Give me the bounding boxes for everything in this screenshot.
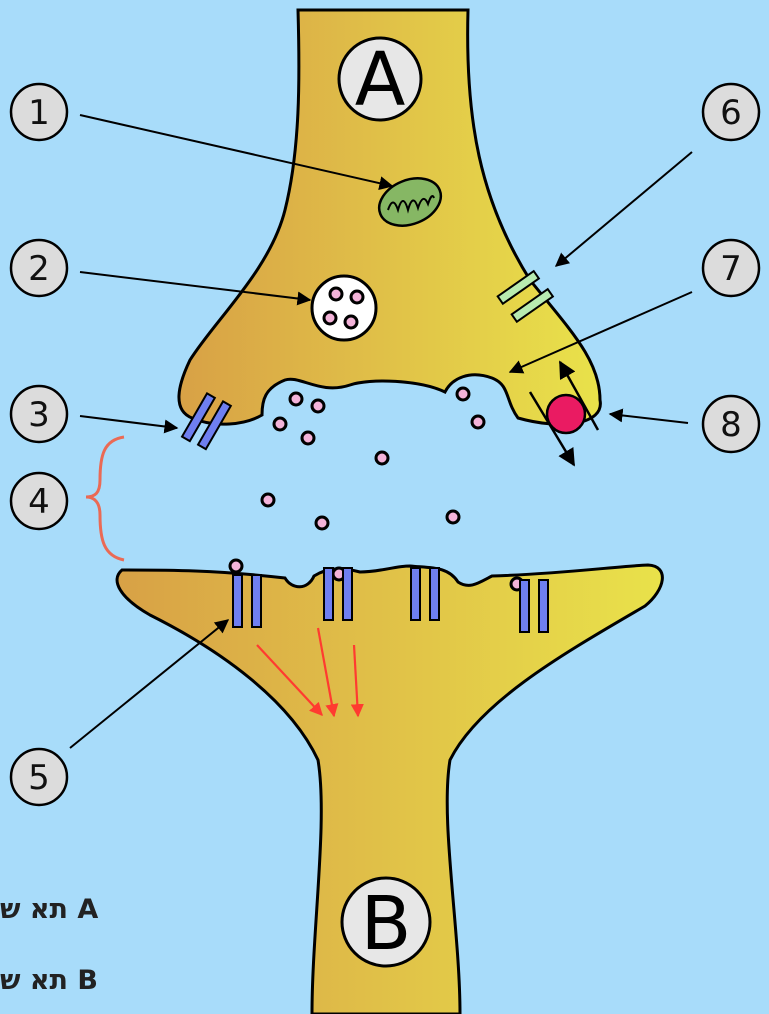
postsynaptic-receptor [520, 580, 529, 632]
neurotransmitter [274, 418, 286, 430]
legend-item-b: B תא ש [0, 965, 160, 996]
svg-text:B: B [361, 881, 412, 967]
postsynaptic-receptor [430, 568, 439, 620]
neurotransmitter [376, 452, 388, 464]
callout-5: 5 [11, 749, 67, 805]
svg-text:4: 4 [28, 482, 50, 522]
svg-text:8: 8 [720, 405, 742, 445]
callout-6: 6 [703, 84, 759, 140]
neurotransmitter [457, 388, 469, 400]
postsynaptic-receptor [324, 568, 333, 620]
legend-letter-a: A [77, 894, 98, 925]
svg-text:3: 3 [28, 395, 50, 435]
svg-text:7: 7 [720, 249, 742, 289]
synaptic-vesicle-cluster [312, 276, 376, 340]
callout-line-5 [70, 620, 228, 748]
legend-letter-b: B [77, 965, 98, 996]
neurotransmitters [230, 388, 523, 590]
callout-7: 7 [703, 240, 759, 296]
callout-8: 8 [703, 396, 759, 452]
postsynaptic-receptor [539, 580, 548, 632]
neurotransmitter [472, 416, 484, 428]
callout-line-3 [80, 416, 177, 428]
svg-text:5: 5 [28, 758, 50, 798]
cell-label-a: A [339, 37, 421, 123]
callout-3: 3 [11, 386, 67, 442]
svg-text:1: 1 [28, 93, 50, 133]
legend-text-b: תא ש [0, 965, 68, 996]
neurotransmitter [447, 511, 459, 523]
neurotransmitter [290, 393, 302, 405]
legend-item-a: A תא ש [0, 894, 160, 925]
postsynaptic-receptor [411, 568, 420, 620]
callout-2: 2 [11, 240, 67, 296]
synaptic-cleft-brace [86, 437, 124, 560]
legend-text-a: תא ש [0, 894, 68, 925]
neurotransmitter [312, 400, 324, 412]
callout-1: 1 [11, 84, 67, 140]
callout-line-6 [556, 152, 692, 266]
postsynaptic-receptor [252, 575, 261, 627]
postsynaptic-receptor [233, 575, 242, 627]
neurotransmitter [302, 432, 314, 444]
neurotransmitter [316, 517, 328, 529]
svg-text:A: A [355, 37, 406, 123]
callout-line-8 [610, 414, 688, 423]
neurotransmitter [262, 494, 274, 506]
svg-text:6: 6 [720, 93, 742, 133]
neurotransmitter [230, 560, 242, 572]
postsynaptic-receptor [343, 568, 352, 620]
callout-4: 4 [11, 473, 67, 529]
cell-label-b: B [342, 878, 430, 967]
svg-text:2: 2 [28, 249, 50, 289]
